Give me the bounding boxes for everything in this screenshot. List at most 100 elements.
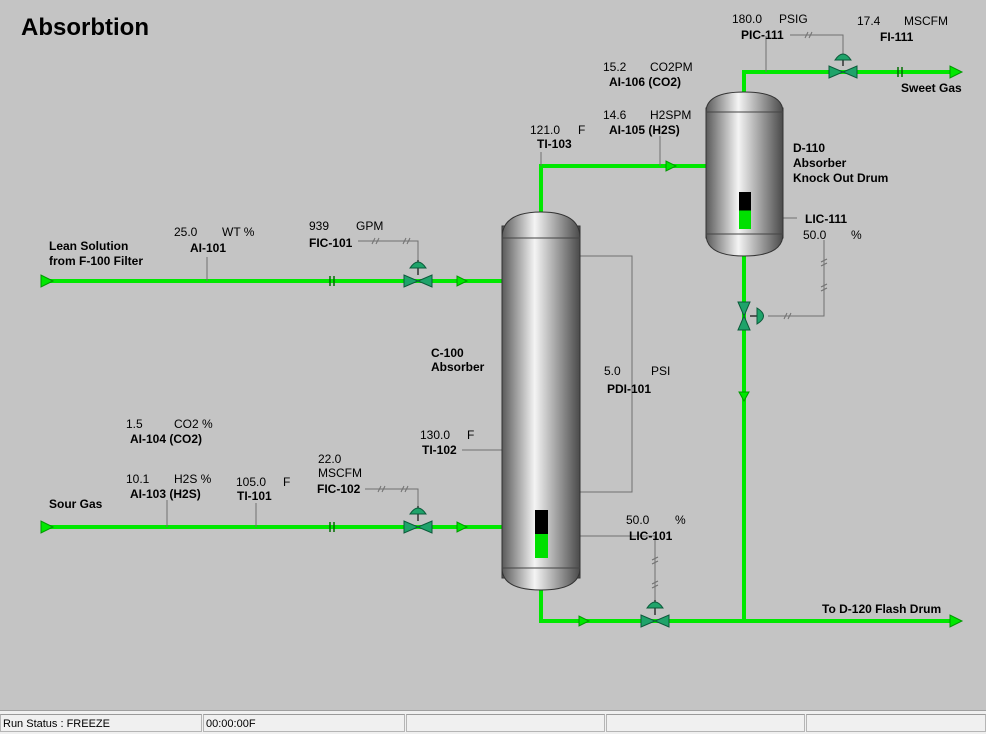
flow-elements xyxy=(329,67,903,532)
status-pane-4 xyxy=(606,714,805,732)
tick xyxy=(377,485,386,493)
pdi101-tag[interactable]: PDI-101 xyxy=(607,382,652,396)
ti102-tag[interactable]: TI-102 xyxy=(422,443,457,457)
d110-name-2: Knock Out Drum xyxy=(793,171,889,185)
lean-solution-label: Lean Solution xyxy=(49,239,129,253)
ti103-tag[interactable]: TI-103 xyxy=(537,137,572,151)
sweet-gas-label: Sweet Gas xyxy=(901,81,962,95)
lean-inlet-arrow xyxy=(40,274,55,288)
status-pane-5 xyxy=(806,714,986,732)
ai104-tag[interactable]: AI-104 (CO2) xyxy=(130,432,203,446)
tick xyxy=(651,580,659,589)
ti102-value[interactable]: 130.0 xyxy=(420,428,451,442)
pic111-signal xyxy=(790,34,844,54)
bottoms-flow-arrow xyxy=(578,615,591,627)
pcv111-valve[interactable] xyxy=(828,53,858,79)
tick xyxy=(400,485,409,493)
lean-flow-arrow xyxy=(456,275,469,287)
pic111-tag[interactable]: PIC-111 xyxy=(741,28,784,42)
d110-level-fill xyxy=(739,210,751,229)
absorber-overhead-pipe xyxy=(539,164,706,215)
lic101-value[interactable]: 50.0 xyxy=(626,513,650,527)
pdi101-lines xyxy=(580,255,633,493)
sweet-outlet-arrow xyxy=(949,65,964,79)
ti101-tag[interactable]: TI-101 xyxy=(237,489,272,503)
absorber-bottoms-pipe xyxy=(539,588,953,623)
d110-top-head xyxy=(705,91,784,113)
lic111-value[interactable]: 50.0 xyxy=(803,228,827,242)
ai104-value[interactable]: 1.5 xyxy=(126,417,143,431)
ai106-tag[interactable]: AI-106 (CO2) xyxy=(609,75,682,89)
ti101-value[interactable]: 105.0 xyxy=(236,475,267,489)
tick xyxy=(804,31,813,39)
sim-time: 00:00:00F xyxy=(203,714,405,732)
fic102-unit: MSCFM xyxy=(318,466,362,480)
sour-flow-arrow xyxy=(456,521,469,533)
ti102-unit: F xyxy=(467,428,475,442)
run-status: Run Status : FREEZE xyxy=(0,714,202,732)
lcv101-valve[interactable] xyxy=(640,600,670,628)
status-pane-3 xyxy=(406,714,605,732)
ai105-unit: H2SPM xyxy=(650,108,692,122)
ai105-tag[interactable]: AI-105 (H2S) xyxy=(609,123,680,137)
ai104-unit: CO2 % xyxy=(174,417,213,431)
c100-top-head xyxy=(501,211,581,239)
lic101-unit: % xyxy=(675,513,686,527)
ai106-value[interactable]: 15.2 xyxy=(603,60,627,74)
ai101-tag[interactable]: AI-101 xyxy=(190,241,227,255)
ti101-unit: F xyxy=(283,475,291,489)
tick xyxy=(402,237,411,245)
ai101-unit: WT % xyxy=(222,225,255,239)
c100-absorber-vessel[interactable] xyxy=(501,211,581,591)
fcv102-valve[interactable] xyxy=(403,506,433,534)
pdi101-value[interactable]: 5.0 xyxy=(604,364,621,378)
fic101-unit: GPM xyxy=(356,219,384,233)
flow-arrows xyxy=(40,65,964,628)
pdi101-unit: PSI xyxy=(651,364,671,378)
tick xyxy=(371,237,380,245)
lean-solution-source: from F-100 Filter xyxy=(49,254,144,268)
fic101-value[interactable]: 939 xyxy=(309,219,330,233)
tick xyxy=(820,258,828,267)
fic102-value[interactable]: 22.0 xyxy=(318,452,342,466)
d110-bottom-head xyxy=(705,233,784,257)
lic111-signal xyxy=(768,240,825,317)
ai101-value[interactable]: 25.0 xyxy=(174,225,198,239)
lic111-tag[interactable]: LIC-111 xyxy=(805,212,848,226)
ti103-value[interactable]: 121.0 xyxy=(530,123,561,137)
sour-inlet-arrow xyxy=(40,520,55,534)
pfd-diagram xyxy=(40,31,964,628)
c100-name: Absorber xyxy=(431,360,485,374)
fic101-tag[interactable]: FIC-101 xyxy=(309,236,353,250)
status-bar: Run Status : FREEZE 00:00:00F xyxy=(0,710,986,734)
lcv111-valve[interactable] xyxy=(737,301,764,331)
lic101-signal xyxy=(580,535,656,600)
page-title: Absorbtion xyxy=(21,14,149,41)
fi111-tag[interactable]: FI-111 xyxy=(880,30,914,44)
ai103-value[interactable]: 10.1 xyxy=(126,472,150,486)
ai105-value[interactable]: 14.6 xyxy=(603,108,627,122)
pic111-value[interactable]: 180.0 xyxy=(732,12,763,26)
signal-lines xyxy=(166,34,844,600)
sour-gas-label: Sour Gas xyxy=(49,497,103,511)
sweet-gas-pipe xyxy=(742,70,955,94)
ai103-tag[interactable]: AI-103 (H2S) xyxy=(130,487,201,501)
c100-tag: C-100 xyxy=(431,346,464,360)
signal-ticks xyxy=(371,31,828,589)
tick xyxy=(651,556,659,565)
d110-name: Absorber xyxy=(793,156,847,170)
fic102-tag[interactable]: FIC-102 xyxy=(317,482,361,496)
ai103-unit: H2S % xyxy=(174,472,212,486)
fcv101-valve[interactable] xyxy=(403,260,433,288)
d110-knockout-drum[interactable] xyxy=(705,91,784,257)
fi111-value[interactable]: 17.4 xyxy=(857,14,881,28)
pic111-unit: PSIG xyxy=(779,12,808,26)
c100-level-fill xyxy=(535,534,548,558)
drain-flow-arrow xyxy=(738,391,750,403)
ti103-unit: F xyxy=(578,123,586,137)
lic101-tag[interactable]: LIC-101 xyxy=(629,529,673,543)
overhead-flow-arrow xyxy=(665,160,678,172)
process-canvas: Absorbtion C-100 Absorber D-110 Absorber… xyxy=(21,12,964,628)
tick xyxy=(820,283,828,292)
c100-bottom-head xyxy=(501,567,581,591)
